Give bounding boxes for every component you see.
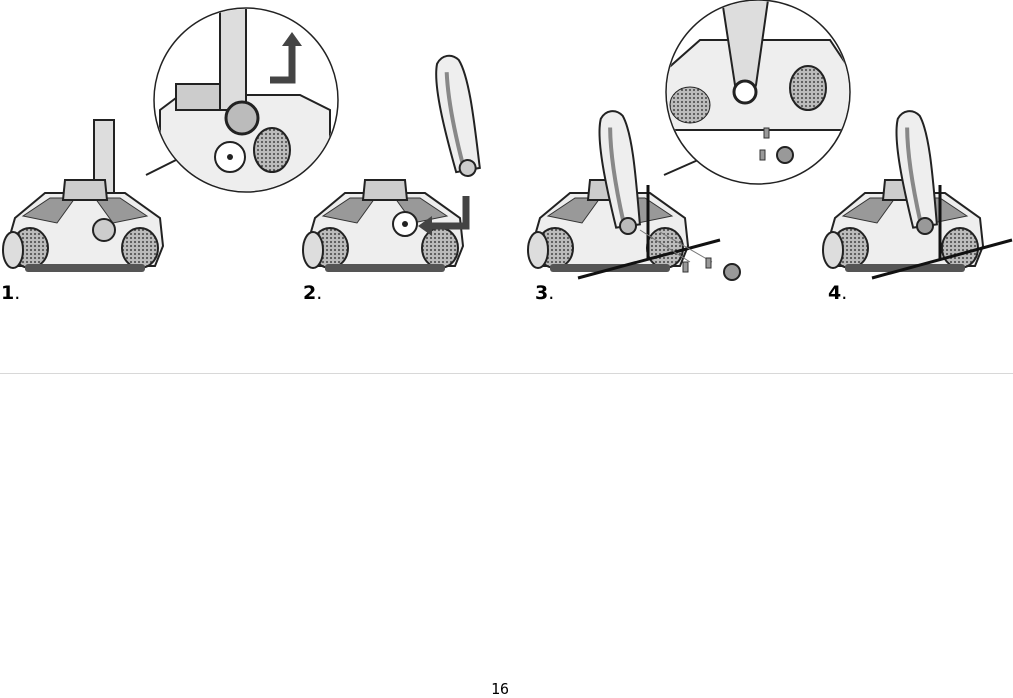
bolt-icon [683, 262, 688, 272]
step-label-3: 3. [535, 283, 554, 303]
step-label-1: 1. [1, 283, 20, 303]
page-number: 16 [0, 680, 1000, 698]
cap-icon [724, 264, 740, 280]
assembly-illustrations [0, 0, 1013, 320]
section-divider [0, 373, 1013, 374]
step4-illustration [823, 109, 1012, 278]
step-label-4: 4. [828, 283, 847, 303]
step1-illustration [3, 0, 338, 272]
step3-illustration [528, 0, 850, 280]
bolt-icon [706, 258, 711, 268]
step-label-2: 2. [303, 283, 322, 303]
